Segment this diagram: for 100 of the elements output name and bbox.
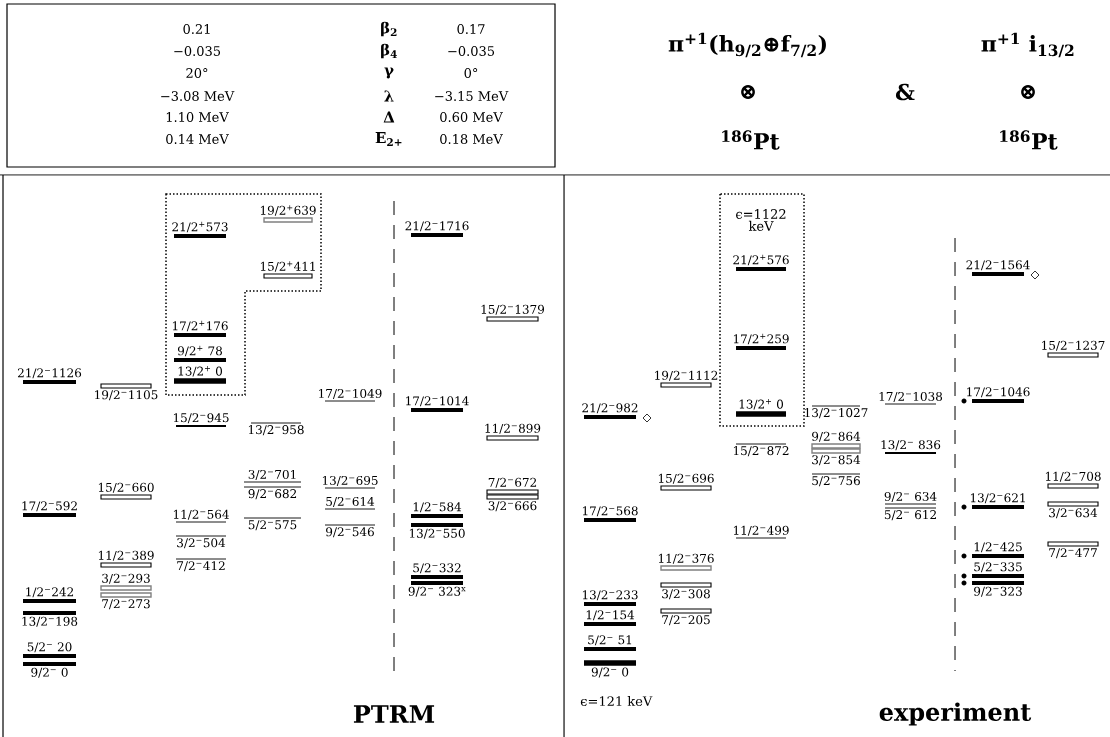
level-label: 15/2$^{−}$945 (173, 413, 229, 424)
parameter-value: −3.15 MeV (435, 91, 509, 101)
parameter-value: 0.14 MeV (166, 134, 229, 144)
level-label: 21/2$^{−}$1716 (405, 221, 469, 232)
level-label: 9/2$^{−}$ 0 (31, 667, 68, 678)
level-label: 3/2$^{−}$634 (1049, 508, 1098, 519)
level-label: 3/2$^{−}$666 (488, 501, 537, 512)
level-label: 17/2$^{+}$259 (733, 333, 789, 345)
level-label: 5/2$^{−}$756 (812, 476, 860, 487)
level-label: 9/2$^{−}$ 323$^{x}$ (408, 586, 466, 597)
level-label: 13/2$^{+}$ 0 (739, 399, 783, 410)
parameter-symbol: β$_{2}$ (381, 21, 397, 37)
level-label: 3/2$^{−}$504 (177, 538, 226, 549)
level-label: 13/2$^{−}$550 (409, 528, 465, 539)
level-label: 7/2$^{−}$672 (488, 477, 537, 488)
level-label: 13/2$^{−}$1027 (805, 408, 868, 419)
level-label: 5/2$^{−}$ 612 (884, 510, 936, 521)
parameter-value: 0° (464, 68, 478, 78)
model-label: PTRM (353, 705, 435, 723)
ampersand: & (895, 83, 915, 101)
level-label: 21/2$^{+}$576 (733, 254, 789, 266)
level-label: 21/2$^{−}$1126 (17, 368, 82, 379)
level-label: 9/2$^{−}$864 (812, 431, 861, 442)
level-label: 11/2$^{−}$389 (98, 550, 154, 561)
parameter-symbol: E$_{2+}$ (375, 132, 402, 146)
level-label: 21/2$^{−}$982 (582, 403, 638, 414)
level-label: 15/2$^{−}$1379 (481, 304, 545, 315)
level-label: 7/2$^{−}$205 (662, 615, 710, 626)
parameter-symbol: γ (384, 67, 394, 79)
level-label: 21/2$^{+}$573 (172, 221, 228, 233)
parameter-value: −0.035 (174, 46, 221, 56)
level-label: 9/2$^{−}$ 634 (884, 491, 937, 502)
level-label: 11/2$^{−}$564 (173, 509, 229, 520)
level-label: 1/2$^{−}$242 (26, 587, 74, 598)
level-label: 5/2$^{−}$335 (974, 562, 1022, 573)
energy-note: ϵ=121 keV (580, 695, 653, 707)
configuration-label: π$^{+1}$ i$_{13/2}$ (981, 32, 1074, 58)
level-label: 17/2$^{−}$592 (22, 501, 77, 512)
level-label: 5/2$^{−}$332 (413, 563, 461, 574)
tensor-product-symbol: ⊗ (1021, 85, 1035, 99)
level-label: 7/2$^{−}$477 (1049, 548, 1097, 559)
level-label: 13/2$^{+}$ 0 (178, 366, 222, 377)
level-label: 11/2$^{−}$499 (733, 525, 789, 536)
level-label: 9/2$^{−}$546 (326, 527, 374, 538)
level-label: 9/2$^{−}$323 (974, 586, 1022, 597)
parameter-symbol: λ (384, 90, 394, 102)
level-label: 1/2$^{−}$584 (413, 502, 462, 513)
level-label: 3/2$^{−}$308 (662, 589, 710, 600)
level-label: 11/2$^{−}$899 (485, 423, 541, 434)
level-label: 17/2$^{−}$1049 (319, 388, 382, 399)
level-label: 5/2$^{−}$ 20 (27, 642, 72, 653)
level-label: 1/2$^{−}$154 (586, 610, 635, 621)
parameter-value: 1.10 MeV (166, 112, 229, 122)
level-label: 13/2$^{−}$ 836 (881, 440, 941, 451)
parameter-value: 0.60 MeV (440, 112, 503, 122)
level-label: 5/2$^{−}$575 (248, 520, 297, 531)
model-label: experiment (879, 702, 1032, 726)
level-label: 9/2$^{−}$ 0 (591, 667, 629, 678)
level-label: 13/2$^{−}$695 (322, 475, 378, 486)
level-label: 19/2$^{+}$639 (260, 205, 316, 216)
level-label: 9/2$^{+}$ 78 (177, 345, 222, 357)
level-label: 3/2$^{−}$854 (812, 455, 861, 466)
parameter-symbol: β$_{4}$ (381, 43, 397, 59)
parameter-symbol: Δ (383, 111, 395, 123)
level-label: 15/2$^{−}$872 (733, 446, 789, 457)
level-label: 11/2$^{−}$376 (658, 553, 714, 564)
level-label: 13/2$^{−}$621 (970, 493, 1025, 504)
parameter-value: −3.08 MeV (161, 91, 235, 101)
level-label: 7/2$^{−}$273 (102, 599, 150, 610)
core-nucleus-label: $^{186}$Pt (1000, 130, 1058, 150)
level-label: 17/2$^{−}$1038 (879, 391, 943, 402)
parameter-value: 0.17 (457, 24, 485, 34)
level-label: 17/2$^{−}$568 (582, 506, 638, 517)
parameter-value: 0.18 MeV (440, 134, 503, 144)
level-label: 13/2$^{−}$198 (22, 616, 78, 627)
level-label: 17/2$^{−}$1014 (406, 396, 469, 407)
level-label: 13/2$^{−}$958 (248, 425, 304, 436)
configuration-label: π$^{+1}$(h$_{9/2}$⊕f$_{7/2}$) (668, 32, 826, 58)
level-label: 11/2$^{−}$708 (1045, 471, 1101, 482)
level-label: 13/2$^{−}$233 (582, 590, 638, 601)
level-label: 19/2$^{−}$1112 (655, 370, 718, 381)
level-label: 15/2$^{+}$411 (260, 261, 315, 272)
level-label: 5/2$^{−}$614 (326, 496, 375, 507)
level-label: 17/2$^{−}$1046 (967, 387, 1030, 398)
level-label: 15/2$^{−}$696 (658, 473, 714, 484)
core-nucleus-label: $^{186}$Pt (722, 130, 780, 150)
level-label: 1/2$^{−}$425 (974, 542, 1022, 553)
parameter-value: 0.21 (183, 24, 210, 34)
parameter-value: −0.035 (448, 46, 495, 56)
level-label: 17/2$^{+}$176 (172, 320, 228, 332)
level-label: 15/2$^{−}$1237 (1042, 340, 1105, 351)
level-label: 21/2$^{−}$1564 (966, 260, 1030, 271)
level-label: 7/2$^{−}$412 (177, 561, 225, 572)
level-label: 15/2$^{−}$660 (98, 482, 154, 493)
tensor-product-symbol: ⊗ (741, 85, 755, 99)
level-label: 9/2$^{−}$682 (248, 489, 297, 500)
parameter-value: 20° (186, 68, 208, 78)
level-label: 5/2$^{−}$ 51 (588, 635, 632, 646)
energy-note: ϵ=1122 keV (736, 209, 786, 231)
level-label: 19/2$^{−}$1105 (95, 390, 158, 401)
